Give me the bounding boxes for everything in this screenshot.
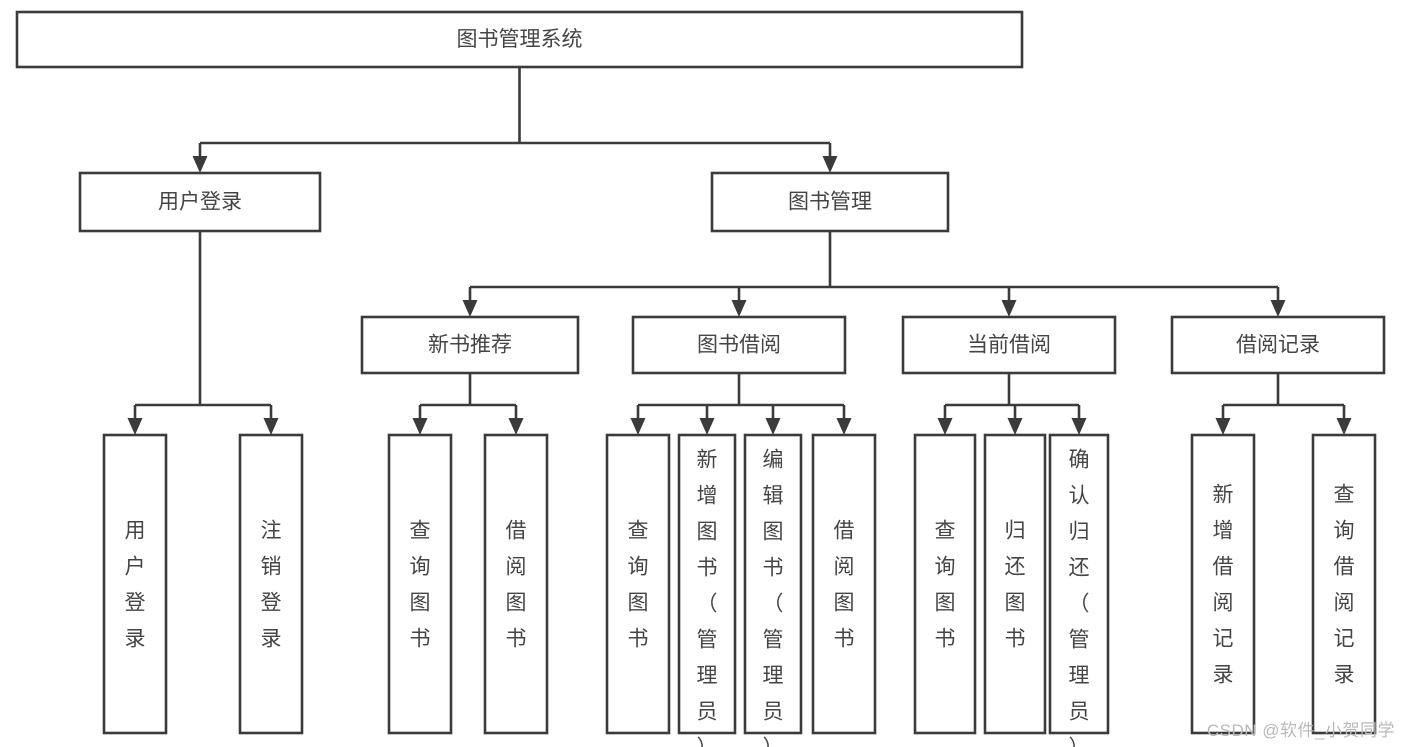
node-label: 查询图书: [935, 520, 956, 651]
node-layer: 图书管理系统用户登录图书管理新书推荐图书借阅当前借阅借阅记录用户登录注销登录查询…: [15, 10, 1386, 747]
node-root[interactable]: 图书管理系统: [15, 10, 1024, 69]
node-label: 编辑图书（管理员）: [763, 449, 784, 747]
node-label: 图书管理: [788, 191, 872, 214]
node-leaf13[interactable]: 查询借阅记录: [1311, 433, 1377, 735]
node-leaf08[interactable]: 借阅图书: [811, 433, 877, 735]
node-leaf10[interactable]: 归还图书: [983, 433, 1047, 735]
node-label: 确认归还（管理员）: [1069, 449, 1090, 747]
connector-group-l1a: [127, 231, 279, 435]
node-label: 用户登录: [125, 520, 146, 651]
node-leaf03[interactable]: 查询图书: [387, 433, 453, 735]
node-l2b[interactable]: 图书借阅: [631, 315, 847, 375]
node-label: 注销登录: [261, 520, 282, 651]
node-leaf11[interactable]: 确认归还（管理员）: [1048, 433, 1110, 747]
node-label: 当前借阅: [967, 334, 1051, 357]
node-label: 图书管理系统: [457, 28, 583, 51]
node-l1b[interactable]: 图书管理: [710, 171, 950, 233]
node-label: 新增借阅记录: [1213, 484, 1234, 687]
node-leaf01[interactable]: 用户登录: [102, 433, 168, 735]
node-l2a[interactable]: 新书推荐: [360, 315, 580, 375]
node-leaf05[interactable]: 查询图书: [605, 433, 671, 735]
node-leaf07[interactable]: 编辑图书（管理员）: [743, 433, 803, 747]
connector-group-l2d: [1215, 373, 1352, 435]
connector-layer: [127, 67, 1352, 435]
node-leaf04[interactable]: 借阅图书: [483, 433, 549, 735]
node-label: 新增图书（管理员）: [697, 449, 718, 747]
node-leaf12[interactable]: 新增借阅记录: [1190, 433, 1256, 735]
node-leaf02[interactable]: 注销登录: [238, 433, 304, 735]
connector-group-l1b: [462, 231, 1286, 317]
node-label: 查询图书: [628, 520, 649, 651]
connector-group-l2a: [412, 373, 524, 435]
node-l2d[interactable]: 借阅记录: [1170, 315, 1386, 375]
node-leaf06[interactable]: 新增图书（管理员）: [677, 433, 737, 747]
node-label: 借阅图书: [834, 520, 855, 651]
connector-group-l2c: [937, 373, 1087, 435]
node-label: 归还图书: [1005, 520, 1026, 651]
connector-group-l2b: [630, 373, 852, 435]
node-label: 借阅记录: [1236, 334, 1320, 357]
node-l1a[interactable]: 用户登录: [78, 171, 322, 233]
node-label: 新书推荐: [428, 334, 512, 357]
node-label: 图书借阅: [697, 334, 781, 357]
node-label: 查询图书: [410, 520, 431, 651]
node-leaf09[interactable]: 查询图书: [913, 433, 977, 735]
node-label: 借阅图书: [506, 520, 527, 651]
node-l2c[interactable]: 当前借阅: [901, 315, 1117, 375]
node-label: 用户登录: [158, 191, 242, 214]
connector-group-root: [192, 67, 838, 173]
node-label: 查询借阅记录: [1334, 484, 1355, 687]
